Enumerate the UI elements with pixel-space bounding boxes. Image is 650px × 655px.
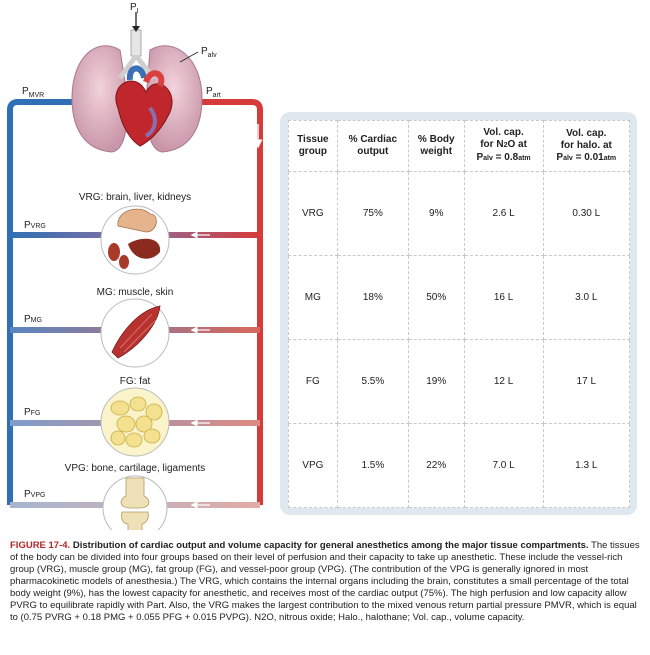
mg-label: MG: muscle, skin bbox=[97, 287, 174, 298]
cell-vol-cap-n2o: 12 L bbox=[463, 339, 544, 424]
cell-vol-cap-halo: 17 L bbox=[542, 339, 631, 424]
p-vrg-label: PVRG bbox=[24, 220, 46, 231]
cell-cardiac-output: 75% bbox=[336, 171, 409, 256]
cell-group: VRG bbox=[288, 171, 338, 256]
muscle-icon bbox=[100, 298, 170, 368]
table-row: VRG 75% 9% 2.6 L 0.30 L bbox=[288, 171, 631, 256]
cell-group: MG bbox=[288, 255, 338, 340]
cell-body-weight: 50% bbox=[407, 255, 465, 340]
cell-vol-cap-halo: 0.30 L bbox=[542, 171, 631, 256]
venous-return-line bbox=[7, 99, 126, 505]
heart-illustration bbox=[115, 65, 173, 147]
vrg-label: VRG: brain, liver, kidneys bbox=[79, 192, 191, 203]
cell-vol-cap-halo: 3.0 L bbox=[542, 255, 631, 340]
p-mg-label: PMG bbox=[24, 314, 42, 325]
figure-body: The tissues of the body can be divided i… bbox=[10, 540, 640, 623]
cell-cardiac-output: 5.5% bbox=[336, 339, 409, 424]
cell-cardiac-output: 18% bbox=[336, 255, 409, 340]
circulation-diagram: PI Palv PMVR Part VRG: brain, liver, kid… bbox=[7, 2, 263, 530]
figure-title: Distribution of cardiac output and volum… bbox=[72, 540, 589, 551]
bone-joint-icon bbox=[102, 475, 168, 530]
cell-body-weight: 22% bbox=[407, 423, 465, 508]
p-art-label: Part bbox=[206, 86, 221, 99]
table-row: VPG 1.5% 22% 7.0 L 1.3 L bbox=[288, 423, 631, 508]
cell-body-weight: 19% bbox=[407, 339, 465, 424]
p-inspired-label: PI bbox=[130, 2, 139, 15]
p-mvr-label: PMVR bbox=[22, 86, 44, 99]
figure-label: FIGURE 17-4. bbox=[10, 540, 71, 551]
table-row: MG 18% 50% 16 L 3.0 L bbox=[288, 255, 631, 340]
table-row: FG 5.5% 19% 12 L 17 L bbox=[288, 339, 631, 424]
vpg-label: VPG: bone, cartilage, ligaments bbox=[65, 463, 206, 474]
cell-group: FG bbox=[288, 339, 338, 424]
cell-vol-cap-n2o: 7.0 L bbox=[463, 423, 544, 508]
fg-label: FG: fat bbox=[120, 376, 151, 387]
fat-icon bbox=[100, 387, 170, 457]
p-vpg-label: PVPG bbox=[24, 489, 45, 500]
cell-vol-cap-halo: 1.3 L bbox=[542, 423, 631, 508]
cell-cardiac-output: 1.5% bbox=[336, 423, 409, 508]
p-fg-label: PFG bbox=[24, 407, 40, 418]
p-alv-label: Palv bbox=[201, 46, 217, 59]
cell-vol-cap-n2o: 2.6 L bbox=[463, 171, 544, 256]
figure-caption: FIGURE 17-4. Distribution of cardiac out… bbox=[10, 540, 642, 624]
cell-body-weight: 9% bbox=[407, 171, 465, 256]
brain-liver-kidney-icon bbox=[100, 205, 170, 275]
arterial-supply-line bbox=[150, 99, 263, 505]
cell-group: VPG bbox=[288, 423, 338, 508]
cell-vol-cap-n2o: 16 L bbox=[463, 255, 544, 340]
